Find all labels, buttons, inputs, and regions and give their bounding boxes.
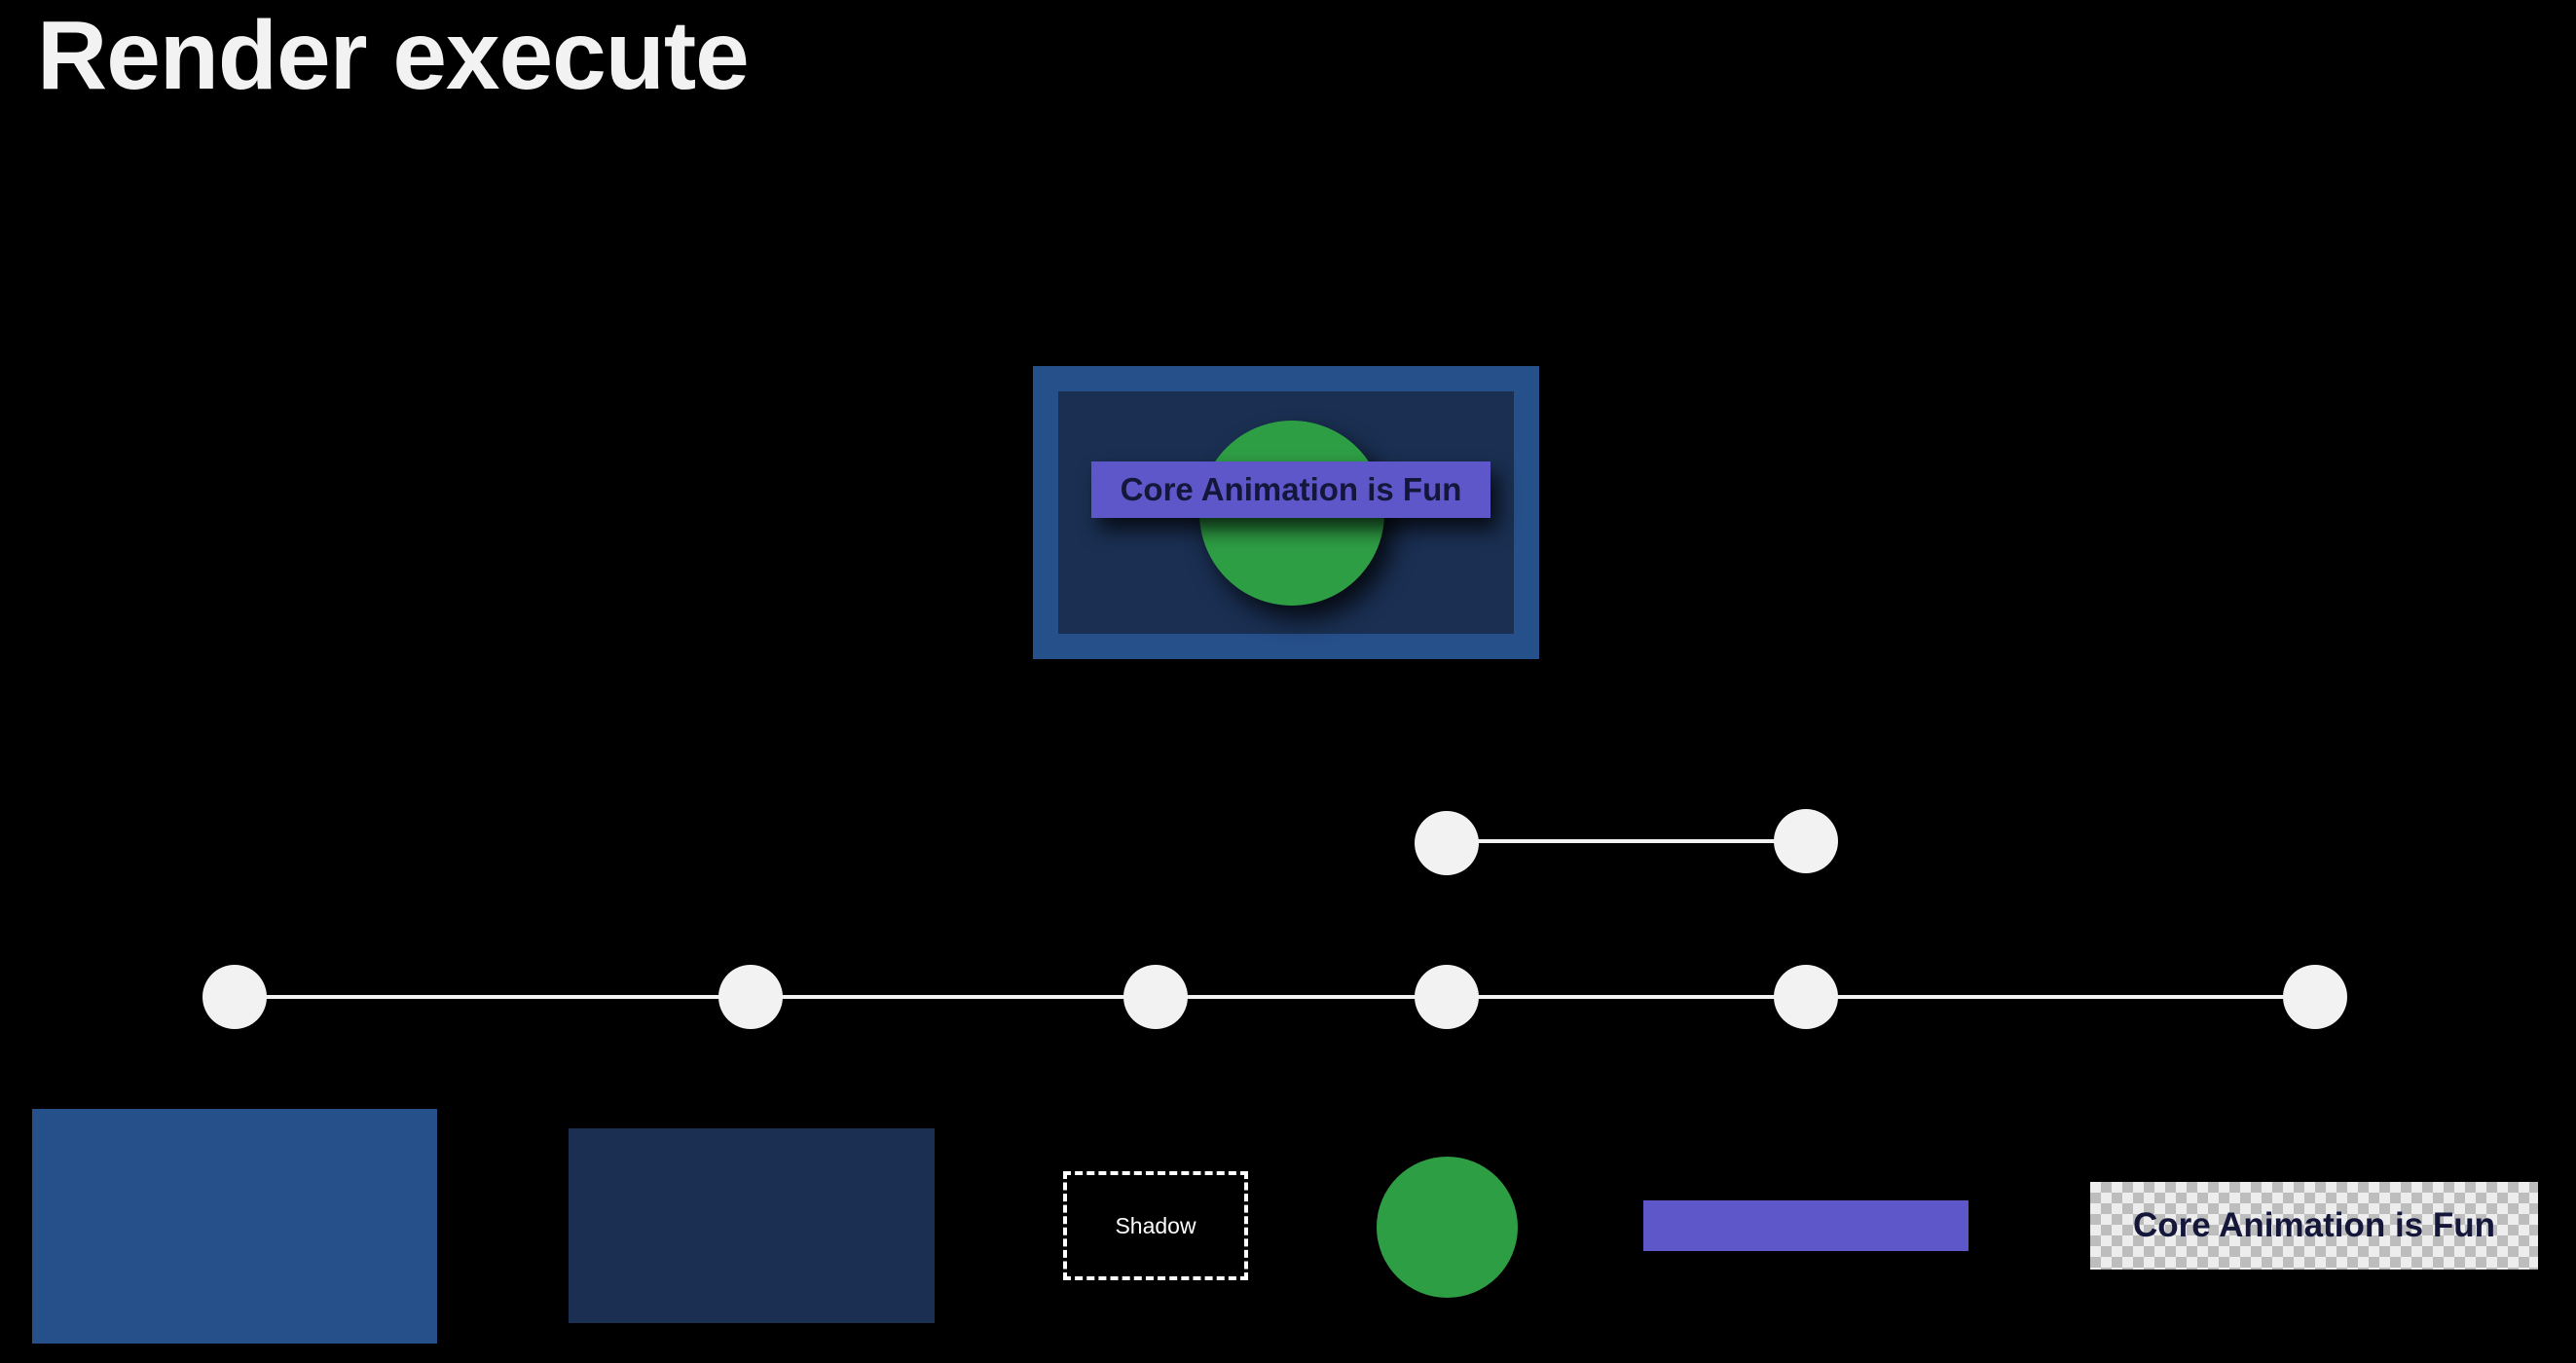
timeline-branch-node-end: [1774, 809, 1838, 873]
layer-purple-bar: [1643, 1200, 1969, 1251]
layer-shadow-placeholder: Shadow: [1063, 1171, 1248, 1280]
layer-inner-navy: [569, 1128, 935, 1323]
layer-green-circle: [1377, 1157, 1518, 1298]
timeline-node-4: [1415, 965, 1479, 1029]
layer-text-transparent: Core Animation is Fun: [2090, 1182, 2538, 1270]
composited-text-label: Core Animation is Fun: [1120, 471, 1462, 507]
slide-title: Render execute: [37, 1, 750, 110]
layer-text-label: Core Animation is Fun: [2132, 1206, 2496, 1244]
timeline-node-1: [202, 965, 267, 1029]
timeline-branch-node-start: [1415, 811, 1479, 875]
timeline-node-2: [718, 965, 783, 1029]
timeline-node-3: [1123, 965, 1188, 1029]
timeline-node-5: [1774, 965, 1838, 1029]
shadow-label: Shadow: [1115, 1212, 1196, 1238]
layer-background-blue: [32, 1109, 437, 1344]
timeline-node-6: [2283, 965, 2347, 1029]
composited-preview: Core Animation is Fun: [1033, 366, 1539, 659]
composited-text-banner: Core Animation is Fun: [1091, 461, 1490, 518]
